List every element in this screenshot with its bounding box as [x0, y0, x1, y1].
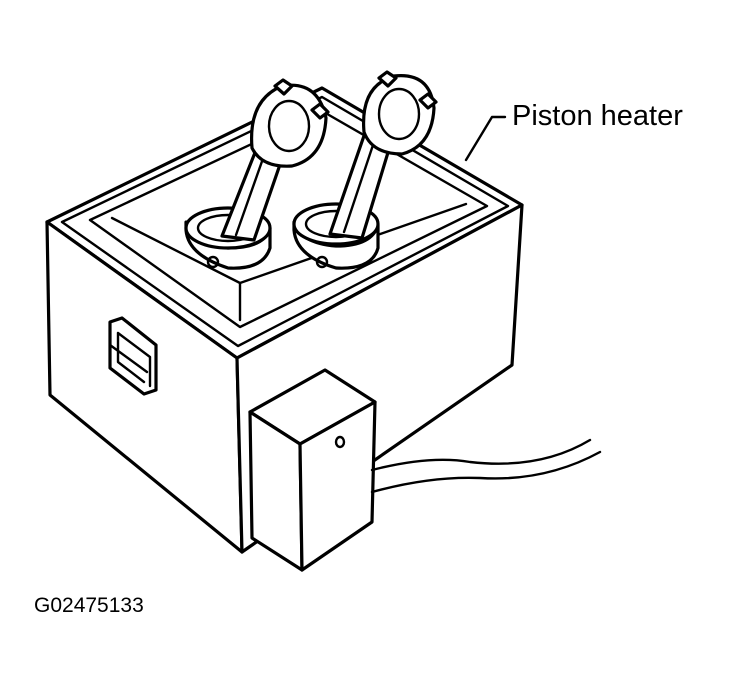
control-box-indicator [334, 435, 346, 449]
rod-left-eye [267, 99, 311, 153]
box-rim-outer [60, 95, 510, 348]
rod-right-big-end [361, 74, 436, 156]
rod-left-bolt-a [273, 78, 294, 96]
part-label: Piston heater [512, 100, 683, 132]
piston-right-pin-hole [315, 255, 329, 269]
power-cord [370, 438, 602, 494]
box-handle [108, 316, 158, 396]
handle-loop [108, 331, 152, 388]
rod-right-rib [342, 134, 378, 234]
box-rim-inner [88, 109, 489, 329]
rod-left-bolt-b [310, 102, 330, 120]
piston-right [292, 70, 438, 270]
cord-line-a [370, 438, 592, 472]
rod-right-bolt-b [418, 92, 438, 110]
leader-line [464, 115, 507, 162]
rod-left-big-end [249, 83, 328, 168]
piston-left-pin-hole [206, 255, 220, 269]
rod-right-bolt-a [377, 70, 398, 88]
cord-line-b [370, 450, 602, 494]
rod-left-rib [234, 148, 268, 237]
control-box [248, 368, 377, 572]
figure-id-label: G02475133 [34, 594, 144, 617]
control-box-side [298, 400, 377, 572]
rod-right-eye [377, 87, 421, 141]
piston-left [184, 78, 330, 270]
